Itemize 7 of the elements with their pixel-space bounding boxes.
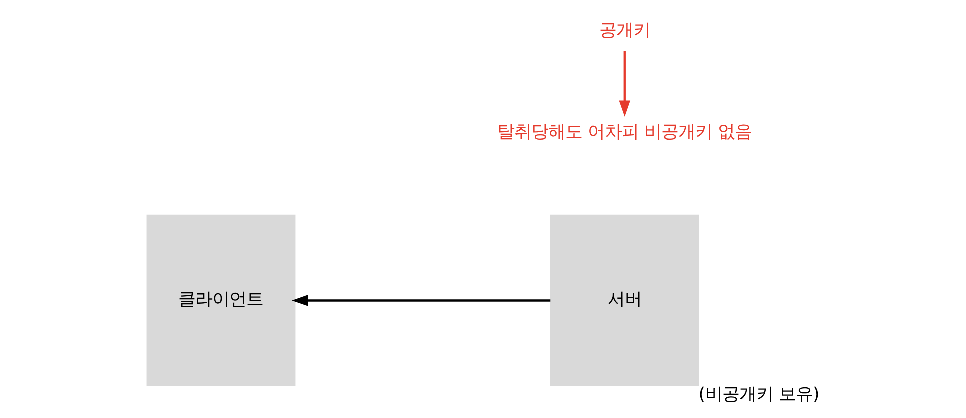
node-label: (비공개키 보유) [698, 384, 820, 405]
arrow [618, 51, 630, 117]
node-text: 공개키 [598, 21, 650, 42]
node-box: 서버 [550, 214, 699, 387]
arrow [292, 295, 550, 306]
node-text: 탈취당해도 어차피 비공개키 없음 [497, 122, 752, 143]
node-box: 클라이언트 [146, 214, 296, 387]
